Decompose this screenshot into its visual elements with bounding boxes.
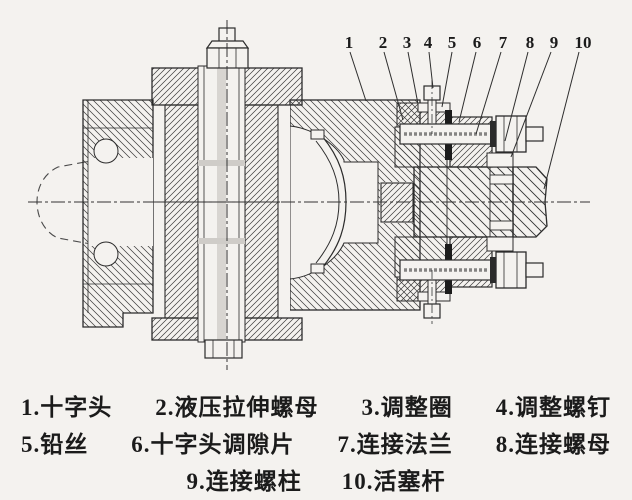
callout-number-2: 2 [379, 33, 388, 52]
leader-2 [383, 51, 404, 121]
legend-row-1: 1.十字头 2.液压拉伸螺母 3.调整圈 4.调整螺钉 [0, 389, 632, 426]
legend-item: 1.十字头 [21, 395, 113, 420]
legend-item: 8.连接螺母 [495, 432, 611, 457]
stud-washer-bottom [490, 257, 496, 283]
figure-svg: 1 2 3 4 5 6 7 8 9 10 [28, 20, 592, 370]
leader-7 [475, 51, 502, 135]
callout-numbers: 1 2 3 4 5 6 7 8 9 10 [345, 33, 592, 52]
section-drawing: 1 2 3 4 5 6 7 8 9 10 [28, 20, 592, 370]
connecting-nut-top [495, 115, 527, 153]
leader-8 [504, 51, 529, 142]
legend-item: 9.连接螺柱 [186, 469, 302, 494]
hydraulic-stretch-nut [151, 65, 303, 343]
legend-row-3: 9.连接螺柱 10.活塞杆 [0, 463, 632, 500]
leader-3 [407, 51, 419, 105]
connecting-stud-top [399, 115, 544, 153]
callout-number-1: 1 [345, 33, 354, 52]
stretch-nut-right-wall [244, 104, 279, 319]
leader-lines [349, 51, 580, 190]
legend-item: 7.连接法兰 [337, 432, 453, 457]
leader-9 [510, 51, 552, 158]
leader-4 [428, 51, 434, 89]
stud-washer-top [490, 121, 496, 147]
callout-number-9: 9 [550, 33, 559, 52]
oil-groove-top [93, 138, 119, 164]
legend-item: 6.十字头调隙片 [131, 432, 295, 457]
stretch-nut-left-wall [164, 104, 199, 319]
callout-number-8: 8 [526, 33, 535, 52]
legend-item: 10.活塞杆 [341, 469, 446, 494]
top-bolt [205, 27, 250, 69]
legend-item: 5.铅丝 [21, 432, 89, 457]
legend-item: 3.调整圈 [361, 395, 453, 420]
callout-number-3: 3 [403, 33, 412, 52]
connecting-nut-bottom [495, 251, 527, 289]
centerlines [28, 20, 590, 370]
connecting-stud-bottom [399, 251, 544, 289]
legend-item: 4.调整螺钉 [495, 395, 611, 420]
callout-number-4: 4 [424, 33, 433, 52]
legend: 1.十字头 2.液压拉伸螺母 3.调整圈 4.调整螺钉 5.铅丝 6.十字头调隙… [0, 389, 632, 500]
callout-number-7: 7 [499, 33, 508, 52]
leader-6 [458, 51, 477, 123]
legend-item: 2.液压拉伸螺母 [155, 395, 319, 420]
leader-1 [349, 51, 367, 102]
leader-10 [543, 51, 580, 190]
bottom-bolt [204, 339, 243, 359]
legend-row-2: 5.铅丝 6.十字头调隙片 7.连接法兰 8.连接螺母 [0, 426, 632, 463]
callout-number-10: 10 [575, 33, 592, 52]
oil-groove-bottom [93, 241, 119, 267]
callout-number-6: 6 [473, 33, 482, 52]
leader-5 [441, 51, 453, 108]
adjusting-screw-top [396, 85, 452, 160]
callout-number-5: 5 [448, 33, 457, 52]
